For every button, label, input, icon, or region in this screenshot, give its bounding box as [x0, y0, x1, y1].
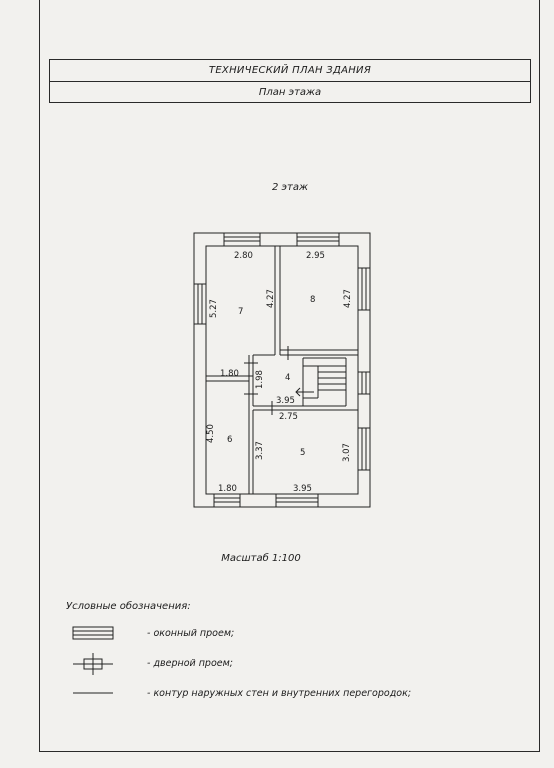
legend-window-text: - оконный проем;: [147, 628, 235, 639]
document-subtitle: План этажа: [258, 86, 322, 98]
window-symbol-icon: [72, 626, 114, 640]
room-7-inner-side: 4.27: [266, 289, 276, 308]
frame-left-line: [39, 0, 40, 752]
window-right-5: [357, 427, 371, 471]
window-top-7: [223, 232, 261, 247]
frame-right-line: [539, 0, 540, 752]
document-title: ТЕХНИЧЕСКИЙ ПЛАН ЗДАНИЯ: [50, 60, 530, 82]
room-8-width: 2.95: [306, 251, 325, 261]
room-5-top: 2.75: [279, 412, 298, 422]
floor-label: 2 этаж: [272, 182, 308, 193]
scale-label: Масштаб 1:100: [221, 553, 301, 564]
room-5-right: 3.07: [342, 443, 352, 462]
window-bottom-6: [213, 493, 241, 508]
room-4-height: 1.98: [255, 370, 265, 389]
room-7-bottom: 1.80: [220, 369, 239, 379]
window-top-8: [296, 232, 340, 247]
room-6-bottom: 1.80: [218, 484, 237, 494]
room-8-number: 8: [310, 295, 315, 305]
room-6-height: 4.50: [206, 424, 216, 443]
room-5-left: 3.37: [255, 441, 265, 460]
room-5-number: 5: [300, 448, 305, 458]
room-7-height: 5.27: [209, 299, 219, 318]
room-8-height: 4.27: [343, 289, 353, 308]
legend-wall-text: - контур наружных стен и внутренних пере…: [147, 688, 412, 699]
window-left-7: [193, 283, 207, 325]
room-4-width: 3.95: [276, 396, 295, 406]
window-bottom-5: [275, 493, 319, 508]
door-symbol-icon: [73, 653, 113, 675]
legend-title: Условные обозначения:: [66, 601, 191, 612]
room-4-number: 4: [285, 373, 290, 383]
legend-door-text: - дверной проем;: [147, 658, 233, 669]
staircase: [295, 357, 347, 406]
room-6-number: 6: [227, 435, 232, 445]
title-block: ТЕХНИЧЕСКИЙ ПЛАН ЗДАНИЯ План этажа: [49, 59, 531, 103]
window-right-stair: [357, 371, 371, 395]
frame-bottom-line: [39, 751, 540, 752]
room-5-bottom: 3.95: [293, 484, 312, 494]
room-7-width: 2.80: [234, 251, 253, 261]
window-right-8: [357, 267, 371, 311]
room-7-number: 7: [238, 307, 243, 317]
